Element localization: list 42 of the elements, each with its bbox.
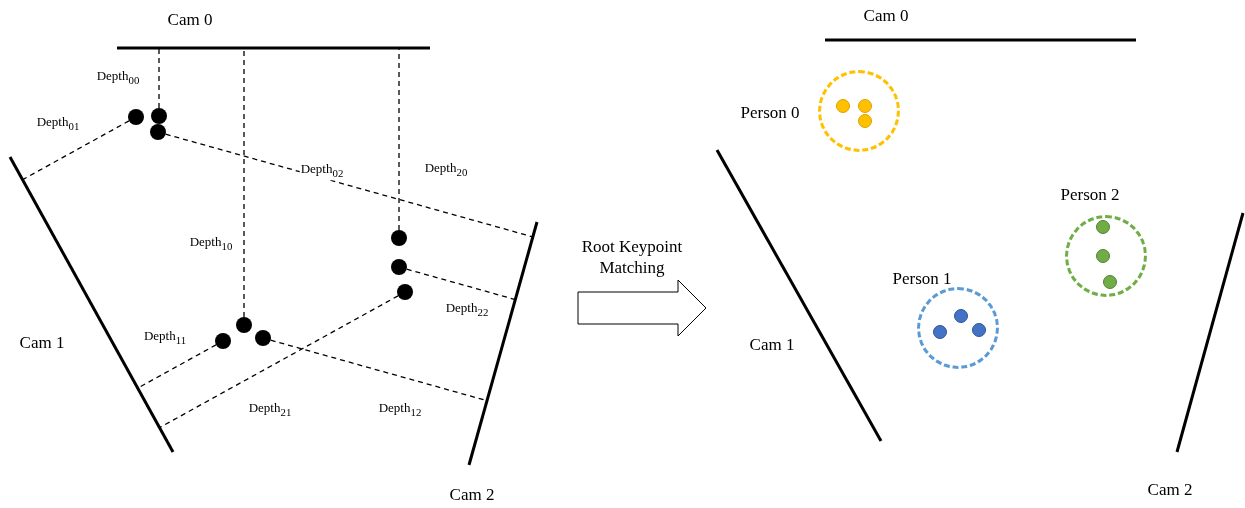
keypoint-dot bbox=[972, 323, 986, 337]
keypoint-dot bbox=[391, 259, 407, 275]
step-label: Root Keypoint Matching bbox=[580, 236, 684, 279]
edge-label: Depth$_{01}$ bbox=[35, 115, 81, 133]
depth-line bbox=[406, 268, 516, 301]
keypoint-dot bbox=[858, 114, 872, 128]
keypoint-dot bbox=[858, 99, 872, 113]
keypoint-dot bbox=[1096, 249, 1110, 263]
camera-label: Cam 2 bbox=[449, 485, 495, 505]
keypoint-dot bbox=[215, 333, 231, 349]
keypoint-dot bbox=[391, 230, 407, 246]
person-label: Person 0 bbox=[740, 103, 800, 123]
depth-line bbox=[21, 120, 130, 181]
camera-label: Cam 2 bbox=[1147, 480, 1193, 500]
keypoint-dot bbox=[150, 124, 166, 140]
keypoint-dot bbox=[151, 108, 167, 124]
edge-label: Depth$_{02}$ bbox=[299, 162, 345, 180]
edge-label: Depth$_{00}$ bbox=[95, 69, 141, 87]
keypoint-dot bbox=[1103, 275, 1117, 289]
depth-line bbox=[158, 295, 399, 429]
camera-label: Cam 0 bbox=[863, 6, 909, 26]
keypoint-dot bbox=[255, 330, 271, 346]
keypoint-dot bbox=[236, 317, 252, 333]
keypoint-dot bbox=[397, 284, 413, 300]
edge-label: Depth$_{11}$ bbox=[142, 329, 188, 347]
camera-label: Cam 0 bbox=[167, 10, 213, 30]
keypoint-dot bbox=[128, 109, 144, 125]
edge-label: Depth$_{10}$ bbox=[188, 235, 234, 253]
camera-label: Cam 1 bbox=[19, 333, 65, 353]
depth-line bbox=[158, 47, 160, 109]
person-label: Person 1 bbox=[892, 269, 952, 289]
keypoint-dot bbox=[836, 99, 850, 113]
keypoint-dot bbox=[933, 325, 947, 339]
edge-label: Depth$_{21}$ bbox=[247, 401, 293, 419]
edge-label: Depth$_{12}$ bbox=[377, 401, 423, 419]
keypoint-dot bbox=[1096, 220, 1110, 234]
edge-label: Depth$_{22}$ bbox=[444, 301, 490, 319]
depth-line bbox=[165, 133, 534, 238]
person-label: Person 2 bbox=[1060, 185, 1120, 205]
camera-label: Cam 1 bbox=[749, 335, 795, 355]
keypoint-dot bbox=[954, 309, 968, 323]
edge-label: Depth$_{20}$ bbox=[423, 161, 469, 179]
